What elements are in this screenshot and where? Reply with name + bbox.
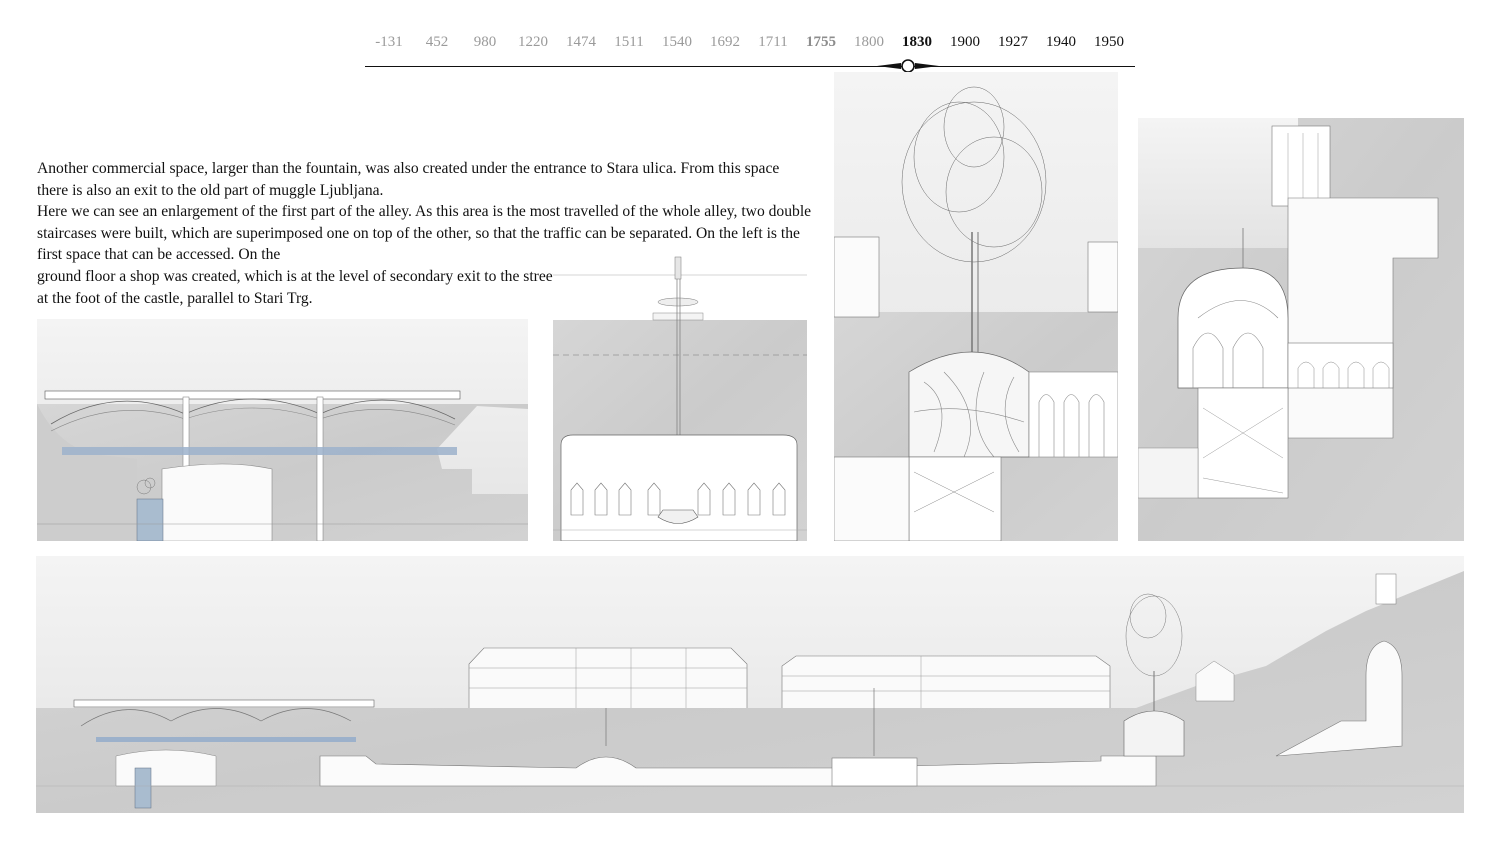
timeline-year-1540[interactable]: 1540 bbox=[662, 34, 692, 50]
timeline-axis bbox=[365, 66, 1135, 67]
timeline-year-1950[interactable]: 1950 bbox=[1094, 34, 1124, 50]
bridge-section-drawing bbox=[37, 319, 528, 541]
timeline-year-1220[interactable]: 1220 bbox=[518, 34, 548, 50]
description-paragraph-2: Here we can see an enlargement of the fi… bbox=[37, 203, 812, 264]
timeline-year-1711[interactable]: 1711 bbox=[758, 34, 788, 50]
timeline-year-1940[interactable]: 1940 bbox=[1046, 34, 1076, 50]
timeline: -131 452 980 1220 1474 1511 1540 1692 1711 1755 18… bbox=[365, 34, 1135, 74]
timeline-year-1800[interactable]: 1800 bbox=[854, 34, 884, 50]
timeline-year-1830[interactable]: 1830 bbox=[902, 34, 932, 50]
timeline-year-980[interactable]: 980 bbox=[473, 34, 497, 50]
timeline-slider-handle[interactable] bbox=[875, 57, 941, 75]
timeline-year-452[interactable]: 452 bbox=[425, 34, 449, 50]
longitudinal-alley-section bbox=[36, 556, 1464, 813]
description-paragraph-1: Another commercial space, larger than th… bbox=[37, 160, 780, 199]
timeline-years: -131 452 980 1220 1474 1511 1540 1692 1711 1755 18… bbox=[365, 34, 1135, 58]
description-paragraph-3: ground floor a shop was created, which i… bbox=[37, 267, 558, 307]
timeline-year-minus131[interactable]: -131 bbox=[375, 34, 403, 50]
tree-roots-section-drawing bbox=[834, 72, 1118, 541]
timeline-year-1511[interactable]: 1511 bbox=[614, 34, 644, 50]
fountain-section-drawing bbox=[553, 255, 807, 541]
staircase-section-drawing bbox=[1138, 118, 1464, 541]
timeline-year-1474[interactable]: 1474 bbox=[566, 34, 596, 50]
description-text: Another commercial space, larger than th… bbox=[37, 158, 812, 309]
timeline-year-1692[interactable]: 1692 bbox=[710, 34, 740, 50]
timeline-year-1927[interactable]: 1927 bbox=[998, 34, 1028, 50]
timeline-year-1900[interactable]: 1900 bbox=[950, 34, 980, 50]
timeline-year-1755[interactable]: 1755 bbox=[806, 34, 836, 50]
